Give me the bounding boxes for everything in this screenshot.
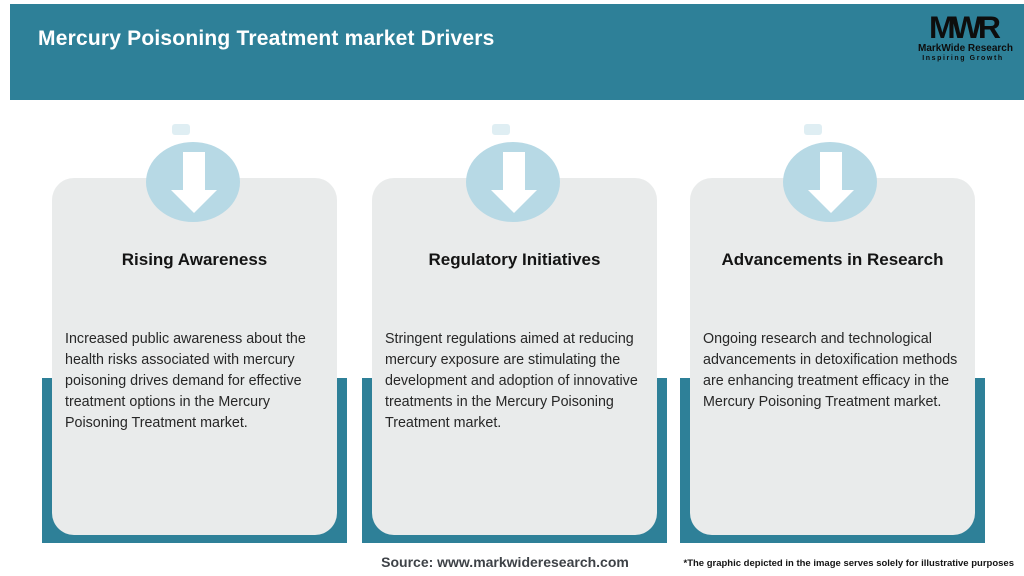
markwide-research-logo: MWR MarkWide Research Inspiring Growth [918,9,1013,62]
arrow-ghost-icon [172,124,190,135]
card-title: Regulatory Initiatives [428,250,601,269]
footer-disclaimer: *The graphic depicted in the image serve… [683,558,1015,569]
footer-source: Source: www.markwideresearch.com [381,554,629,570]
card-body: Ongoing research and technological advan… [703,331,958,410]
header-bar: Mercury Poisoning Treatment market Drive… [10,4,1024,100]
down-arrow-stem [503,152,525,191]
mwr-monogram-icon: MWR [929,9,1001,45]
down-arrow-head [808,190,854,213]
driver-card [372,178,657,535]
card-title: Advancements in Research [721,250,944,269]
down-arrow-icon [808,152,854,214]
down-arrow-stem [820,152,842,191]
down-arrow-head [491,190,537,213]
down-arrow-icon [171,152,217,214]
logo-name: MarkWide Research [918,43,1013,54]
page-title: Mercury Poisoning Treatment market Drive… [38,27,495,50]
card-body: Stringent regulations aimed at reducing … [385,331,638,431]
card-title: Rising Awareness [121,250,268,269]
logo-tagline: Inspiring Growth [922,55,1004,62]
down-arrow-icon [491,152,537,214]
arrow-ghost-icon [804,124,822,135]
arrow-ghost-icon [492,124,510,135]
down-arrow-stem [183,152,205,191]
driver-card [690,178,975,535]
card-body: Increased public awareness about the hea… [65,331,306,431]
driver-card [52,178,337,535]
down-arrow-head [171,190,217,213]
